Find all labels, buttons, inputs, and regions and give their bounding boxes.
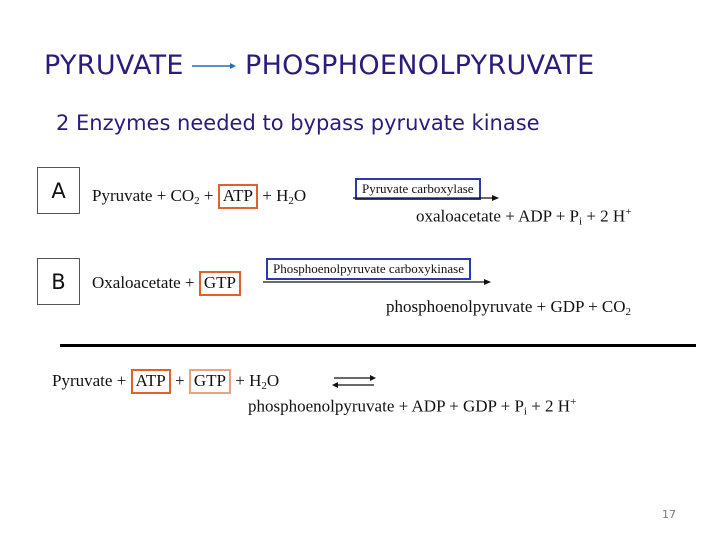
sum-products: phosphoenolpyruvate + ADP + GDP + Pi + 2…	[248, 396, 577, 418]
reaction-a-label: A	[37, 167, 80, 214]
plus-sign: +	[203, 186, 214, 205]
reaction-a-reactant-co2: CO2	[170, 186, 200, 207]
reaction-a-reactant-pyruvate: Pyruvate	[92, 186, 153, 205]
plus-sign: +	[116, 371, 127, 390]
reaction-a-enzyme-box: Pyruvate carboxylase	[355, 178, 481, 200]
plus-sign: +	[184, 273, 195, 292]
reaction-a-products: oxaloacetate + ADP + Pi + 2 H+	[416, 206, 632, 228]
reaction-a-atp-highlight: ATP	[217, 184, 258, 209]
plus-sign: +	[175, 371, 185, 390]
equilibrium-arrows-icon	[332, 375, 376, 388]
plus-sign: +	[262, 186, 272, 205]
reaction-a-reactant-h2o: H2O	[276, 186, 307, 207]
page-number: 17	[662, 508, 676, 521]
sum-reactants: Pyruvate + ATP + GTP + H2O	[52, 369, 279, 394]
sum-gtp-highlight: GTP	[188, 369, 231, 394]
plus-sign: +	[156, 186, 167, 205]
reaction-b-gtp-highlight: GTP	[198, 271, 241, 296]
title-left: PYRUVATE	[44, 50, 184, 81]
reaction-b-reactant-oxaloacetate: Oxaloacetate	[92, 273, 181, 292]
reaction-b-products: phosphoenolpyruvate + GDP + CO2	[386, 297, 632, 318]
reaction-b-arrow-icon	[263, 279, 491, 285]
sum-atp-highlight: ATP	[130, 369, 171, 394]
reaction-a-arrow-icon	[353, 195, 499, 201]
reaction-b-label: B	[37, 258, 80, 305]
sum-reactant-pyruvate: Pyruvate	[52, 371, 113, 390]
reaction-b-reactants: Oxaloacetate + GTP	[92, 271, 241, 296]
sum-divider	[60, 344, 696, 347]
title-arrow-icon	[192, 63, 236, 69]
sum-reactant-h2o: H2O	[249, 371, 280, 392]
plus-sign: +	[235, 371, 245, 390]
reaction-b-enzyme-box: Phosphoenolpyruvate carboxykinase	[266, 258, 471, 280]
reaction-a-reactants: Pyruvate + CO2 + ATP + H2O	[92, 184, 306, 209]
subtitle: 2 Enzymes needed to bypass pyruvate kina…	[56, 111, 540, 135]
title-right: PHOSPHOENOLPYRUVATE	[245, 50, 595, 81]
